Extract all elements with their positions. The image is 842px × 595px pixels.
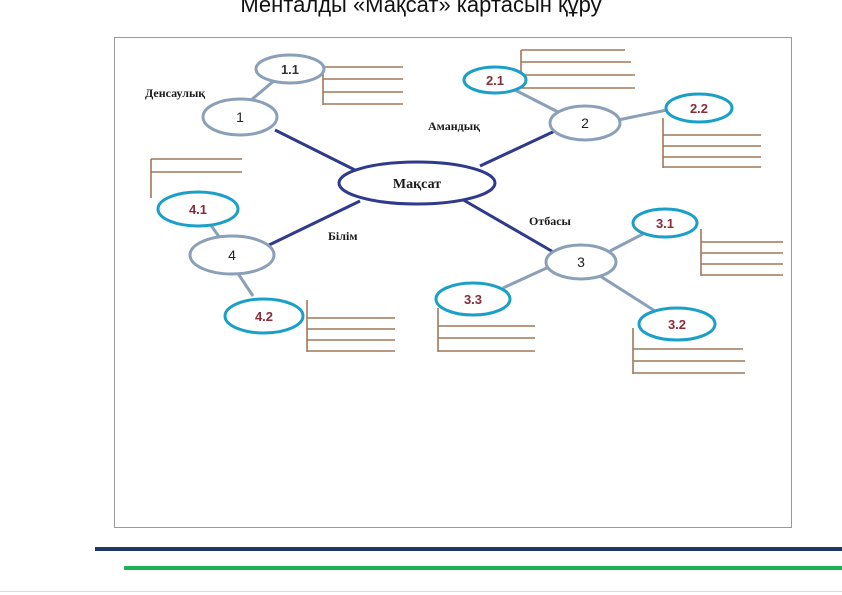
branch-node-3 bbox=[544, 243, 618, 281]
sub-node-4.1-label: 4.1 bbox=[189, 202, 207, 217]
center-node bbox=[337, 160, 497, 206]
link-center-4 bbox=[266, 199, 361, 248]
link-2-2.1 bbox=[514, 88, 563, 116]
notes-4.1 bbox=[150, 158, 242, 198]
branch-node-1 bbox=[201, 97, 279, 137]
branch-label-1: Денсаулық bbox=[145, 86, 205, 100]
link-1-1.1 bbox=[249, 78, 276, 103]
branch-label-3: Отбасы bbox=[529, 214, 572, 228]
sub-node-2.2 bbox=[664, 92, 734, 124]
sub-node-3.2 bbox=[637, 306, 717, 342]
page-title: Менталды «Мақсат» картасын құру bbox=[240, 0, 602, 17]
mind-map-frame: Мақсат 1 Денсаулық 2 Амандық 3 Отбасы 4 … bbox=[114, 37, 792, 528]
branch-node-4-number: 4 bbox=[228, 247, 236, 263]
notes-2.1 bbox=[520, 49, 635, 89]
sub-node-2.1 bbox=[462, 65, 528, 95]
notes-2.2 bbox=[662, 118, 761, 168]
link-center-1 bbox=[274, 128, 356, 172]
bottom-divider bbox=[0, 591, 842, 592]
sub-node-4.2 bbox=[223, 297, 305, 335]
sub-node-3.1 bbox=[631, 207, 699, 239]
branch-node-2 bbox=[548, 104, 622, 142]
sub-node-3.1-label: 3.1 bbox=[656, 216, 674, 231]
link-3-3.2 bbox=[599, 274, 656, 313]
sub-node-4.1 bbox=[156, 190, 240, 228]
footer-bar-green bbox=[124, 566, 842, 570]
branch-label-4: Білім bbox=[328, 229, 358, 243]
branch-label-2: Амандық bbox=[428, 119, 480, 133]
link-2-2.2 bbox=[617, 108, 668, 122]
sub-node-3.3-label: 3.3 bbox=[464, 292, 482, 307]
notes-1.1 bbox=[322, 66, 403, 105]
link-center-3 bbox=[459, 196, 556, 255]
branch-node-2-number: 2 bbox=[581, 115, 589, 131]
sub-node-3.3 bbox=[434, 281, 512, 317]
branch-node-1-number: 1 bbox=[236, 109, 244, 125]
sub-node-4.2-label: 4.2 bbox=[255, 309, 273, 324]
footer-bar-navy bbox=[95, 547, 842, 551]
center-node-label: Мақсат bbox=[393, 177, 441, 192]
link-3-3.3 bbox=[502, 264, 552, 290]
branch-node-4 bbox=[188, 234, 276, 276]
link-3-3.1 bbox=[609, 232, 644, 253]
mind-map-diagram: Мақсат 1 Денсаулық 2 Амандық 3 Отбасы 4 … bbox=[145, 49, 783, 374]
notes-3.1 bbox=[700, 229, 783, 276]
notes-3.3 bbox=[437, 308, 535, 352]
notes-4.2 bbox=[306, 300, 395, 352]
sub-node-2.2-label: 2.2 bbox=[690, 101, 708, 116]
sub-node-1.1-label: 1.1 bbox=[281, 62, 299, 77]
sub-node-2.1-label: 2.1 bbox=[486, 73, 504, 88]
notes-3.2 bbox=[632, 328, 745, 374]
link-4-4.2 bbox=[235, 271, 255, 297]
link-center-2 bbox=[479, 128, 558, 168]
branch-node-3-number: 3 bbox=[577, 254, 585, 270]
sub-node-1.1 bbox=[254, 53, 326, 85]
sub-node-3.2-label: 3.2 bbox=[668, 317, 686, 332]
